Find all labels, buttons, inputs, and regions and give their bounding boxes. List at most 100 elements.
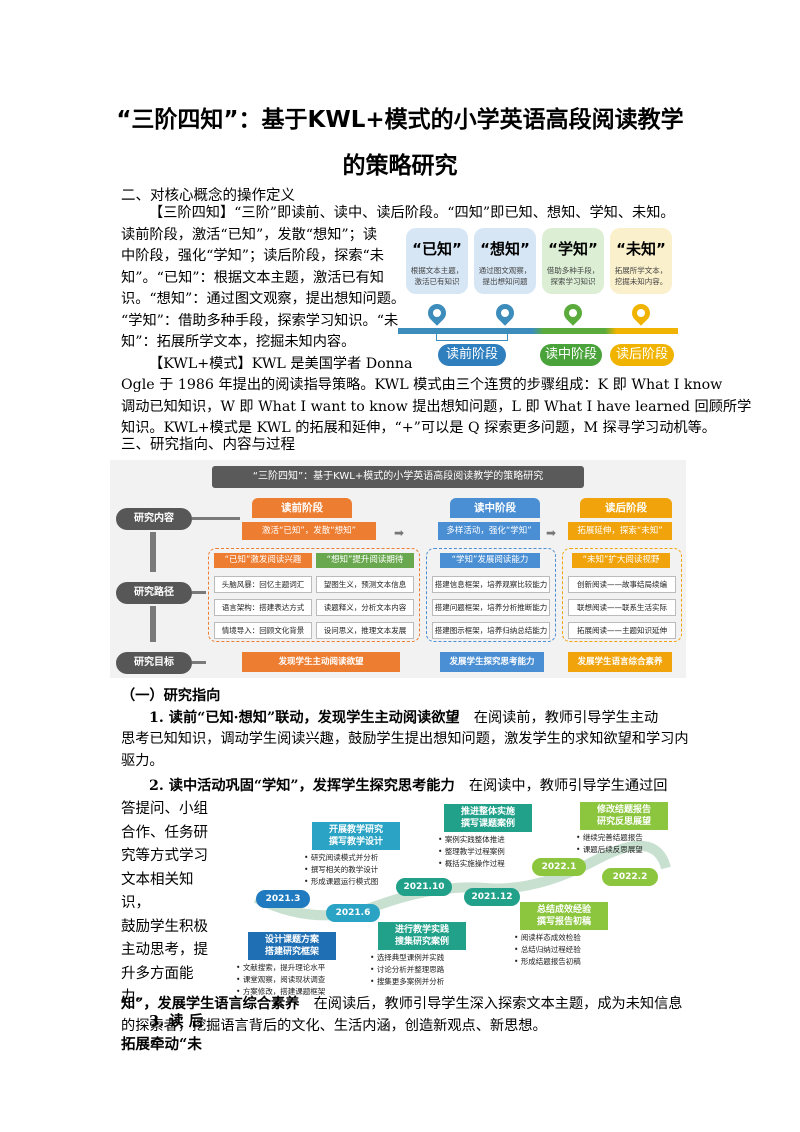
paragraph-line: 思考已知知识，调动学生阅读兴趣，鼓励学生提出想知问题，激发学生的求知欲望和学习内 bbox=[121, 731, 689, 747]
stage-item: 课堂观察，阅读现状调查 bbox=[236, 974, 326, 986]
date-marker: 2021.6 bbox=[326, 904, 380, 922]
stage-item: 撰写相关的教学设计 bbox=[304, 864, 379, 876]
stage-items: 继续完善结题报告 课题后续反思展望 bbox=[576, 832, 643, 856]
stage-title-line: 总结成效经验 bbox=[536, 905, 591, 915]
date-marker: 2022.2 bbox=[602, 868, 658, 886]
down-arrow-icon bbox=[150, 532, 156, 572]
stage-title: 修改结题报告 研究反思展望 bbox=[580, 802, 668, 830]
item-2-title: 2. 读中活动巩固“学知”，发挥学生探究思考能力 bbox=[149, 778, 455, 794]
stage-item: 形成结题报告初稿 bbox=[514, 956, 581, 968]
item-3-title: 拓展牵动“未 bbox=[121, 1036, 202, 1053]
paragraph-line: 调动已知知识，W 即 What I want to know 提出想知问题，L … bbox=[121, 398, 752, 415]
path-group-after bbox=[562, 548, 682, 642]
item-3-title-tail: 知”，发展学生语言综合素养 bbox=[121, 996, 300, 1012]
row-label-content: 研究内容 bbox=[116, 508, 192, 530]
paragraph-line: 中阶段，强化“学知”；读后阶段，探索“未 bbox=[121, 248, 384, 264]
stage-item: 继续完善结题报告 bbox=[576, 832, 643, 844]
paragraph-line: 【KWL+模式】KWL 是美国学者 Donna bbox=[149, 355, 413, 372]
date-marker: 2021.3 bbox=[256, 890, 310, 908]
path-group-before bbox=[208, 548, 420, 642]
phase-during: 读中阶段 bbox=[450, 498, 540, 518]
stage-title: 开展教学研究 撰写教学设计 bbox=[312, 822, 400, 850]
card-title: “已知” bbox=[412, 240, 462, 258]
stage-title: 进行教学实践 搜集研究案例 bbox=[378, 922, 466, 950]
stage-item: 形成课题运行模式图 bbox=[304, 876, 379, 888]
path-cell: 联想阅读——联系生活实际 bbox=[568, 599, 676, 616]
map-pin-icon bbox=[560, 300, 586, 326]
card-want: “想知” 通过图文观察， 提出想知问题 bbox=[474, 228, 536, 294]
card-desc: 提出想知问题 bbox=[482, 277, 528, 286]
path-cell: 创新阅读——故事结局续编 bbox=[568, 576, 676, 593]
content-bar: 拓展延伸，探索“未知” bbox=[568, 522, 672, 540]
item-1-title: 1. 读前“已知·想知”联动，发现学生主动阅读欲望 bbox=[149, 709, 460, 726]
paragraph-line: 答提问、小组 bbox=[121, 801, 208, 817]
stage-items: 研究阅读模式并分析 撰写相关的教学设计 形成课题运行模式图 bbox=[304, 852, 379, 888]
stage-title-line: 设计课题方案 bbox=[264, 935, 319, 945]
kwl-infographic: “已知” 根据文本主题， 激活已有知识 “想知” 通过图文观察， 提出想知问题 … bbox=[398, 226, 686, 368]
stage-title-line: 撰写课题案例 bbox=[460, 819, 515, 829]
stage-items: 案例实践整体推进 整理教学过程案例 概括实施操作过程 bbox=[438, 834, 505, 870]
stage-title: 推进整体实施 撰写课题案例 bbox=[444, 804, 532, 832]
stage-item: 讨论分析并整理思路 bbox=[370, 964, 445, 976]
stage-item: 文献搜索，提升理论水平 bbox=[236, 962, 326, 974]
card-desc: 借助多种手段， bbox=[546, 266, 600, 275]
paragraph-line: 升多方面能力。 bbox=[121, 965, 194, 1006]
stage-title-line: 推进整体实施 bbox=[460, 807, 515, 817]
research-timeline: 2021.3 2021.6 2021.10 2021.12 2022.1 202… bbox=[226, 798, 686, 996]
paragraph-line: “学知”：借助多种手段，探索学习知识。“未 bbox=[121, 312, 399, 329]
card-desc: 激活已有知识 bbox=[414, 277, 460, 286]
stage-title: 总结成效经验 撰写报告初稿 bbox=[520, 902, 608, 930]
map-pin-icon bbox=[492, 300, 518, 326]
phase-pill-after: 读后阶段 bbox=[610, 344, 674, 366]
paragraph-line: 驱力。 bbox=[121, 752, 164, 769]
down-arrow-icon bbox=[150, 606, 156, 642]
stage-item: 总结归纳过程经验 bbox=[514, 944, 581, 956]
stage-title-line: 搭建研究框架 bbox=[264, 947, 319, 957]
card-learned: “学知” 借助多种手段， 探索学习知识 bbox=[542, 228, 604, 294]
section-2-heading: 二、对核心概念的操作定义 bbox=[121, 188, 295, 204]
stage-title-line: 修改结题报告 bbox=[596, 805, 651, 815]
item-3-title: 3. 读 后 bbox=[149, 1012, 204, 1030]
stage-item: 案例实践整体推进 bbox=[438, 834, 505, 846]
path-cell: 搭建问题框架，培养分析推断能力 bbox=[432, 599, 550, 616]
sub-bar: “已知”激发阅读兴趣 bbox=[214, 553, 312, 568]
card-title: “想知” bbox=[480, 240, 530, 258]
card-unknown: “未知” 拓展所学文本， 挖掘未知内容。 bbox=[610, 228, 672, 294]
paragraph-line: 知识。KWL+模式是 KWL 的拓展和延伸，“+”可以是 Q 探索更多问题，M … bbox=[121, 420, 716, 436]
title-line-2: 的策略研究 bbox=[342, 153, 458, 179]
sub-bar: “未知”扩大阅读视野 bbox=[572, 553, 670, 568]
content-bar: 激活“已知”，发散“想知” bbox=[242, 522, 376, 540]
map-pin-icon bbox=[424, 300, 450, 326]
stage-title-line: 进行教学实践 bbox=[394, 925, 449, 935]
card-desc: 通过图文观察， bbox=[478, 266, 532, 275]
content-bar: 多样活动，强化“学知” bbox=[438, 522, 540, 540]
phase-before: 读前阶段 bbox=[252, 498, 352, 518]
date-marker: 2022.1 bbox=[532, 858, 586, 876]
card-desc: 挖掘未知内容。 bbox=[614, 277, 668, 286]
stage-title-line: 搜集研究案例 bbox=[394, 937, 449, 947]
goal-box: 发展学生语言综合素养 bbox=[568, 652, 672, 672]
paragraph-line: 【三阶四知】“三阶”即读前、读中、读后阶段。“四知”即已知、想知、学知、未知。 bbox=[149, 205, 675, 221]
path-group-during bbox=[426, 548, 556, 642]
item-1-text: 在阅读前，教师引导学生主动 bbox=[459, 709, 659, 726]
path-cell: 语言架构：搭建表达方式 bbox=[214, 599, 312, 616]
goal-box: 发现学生主动阅读欲望 bbox=[242, 652, 400, 672]
card-title: “未知” bbox=[616, 240, 666, 258]
stage-items: 文献搜索，提升理论水平 课堂观察，阅读现状调查 方案修改，搭建课题框架 bbox=[236, 962, 326, 998]
card-desc: 根据文本主题， bbox=[410, 266, 464, 275]
section-3-heading: 三、研究指向、内容与过程 bbox=[121, 437, 295, 453]
date-marker: 2021.10 bbox=[396, 878, 452, 896]
sub-bar: “学知”发展阅读能力 bbox=[440, 553, 540, 568]
stage-items: 选择典型课例并实践 讨论分析并整理思路 搜集更多案例并分析 bbox=[370, 952, 445, 988]
path-cell: 读题释义，分析文本内容 bbox=[316, 599, 414, 616]
card-title: “学知” bbox=[548, 240, 598, 258]
stage-item: 整理教学过程案例 bbox=[438, 846, 505, 858]
connector-line bbox=[192, 661, 206, 664]
paragraph-line: 主动思考，提 bbox=[121, 942, 208, 958]
paragraph-line: 识。“想知”：通过图文观察，提出想知问题。 bbox=[121, 291, 406, 307]
path-cell: 搭建信息框架，培养观察比较能力 bbox=[432, 576, 550, 593]
item-2-text: 在阅读中，教师引导学生通过回 bbox=[454, 778, 668, 794]
path-cell: 头脑风暴：回忆主题词汇 bbox=[214, 576, 312, 593]
stage-item: 课题后续反思展望 bbox=[576, 844, 643, 856]
stage-title-line: 撰写教学设计 bbox=[328, 837, 383, 847]
